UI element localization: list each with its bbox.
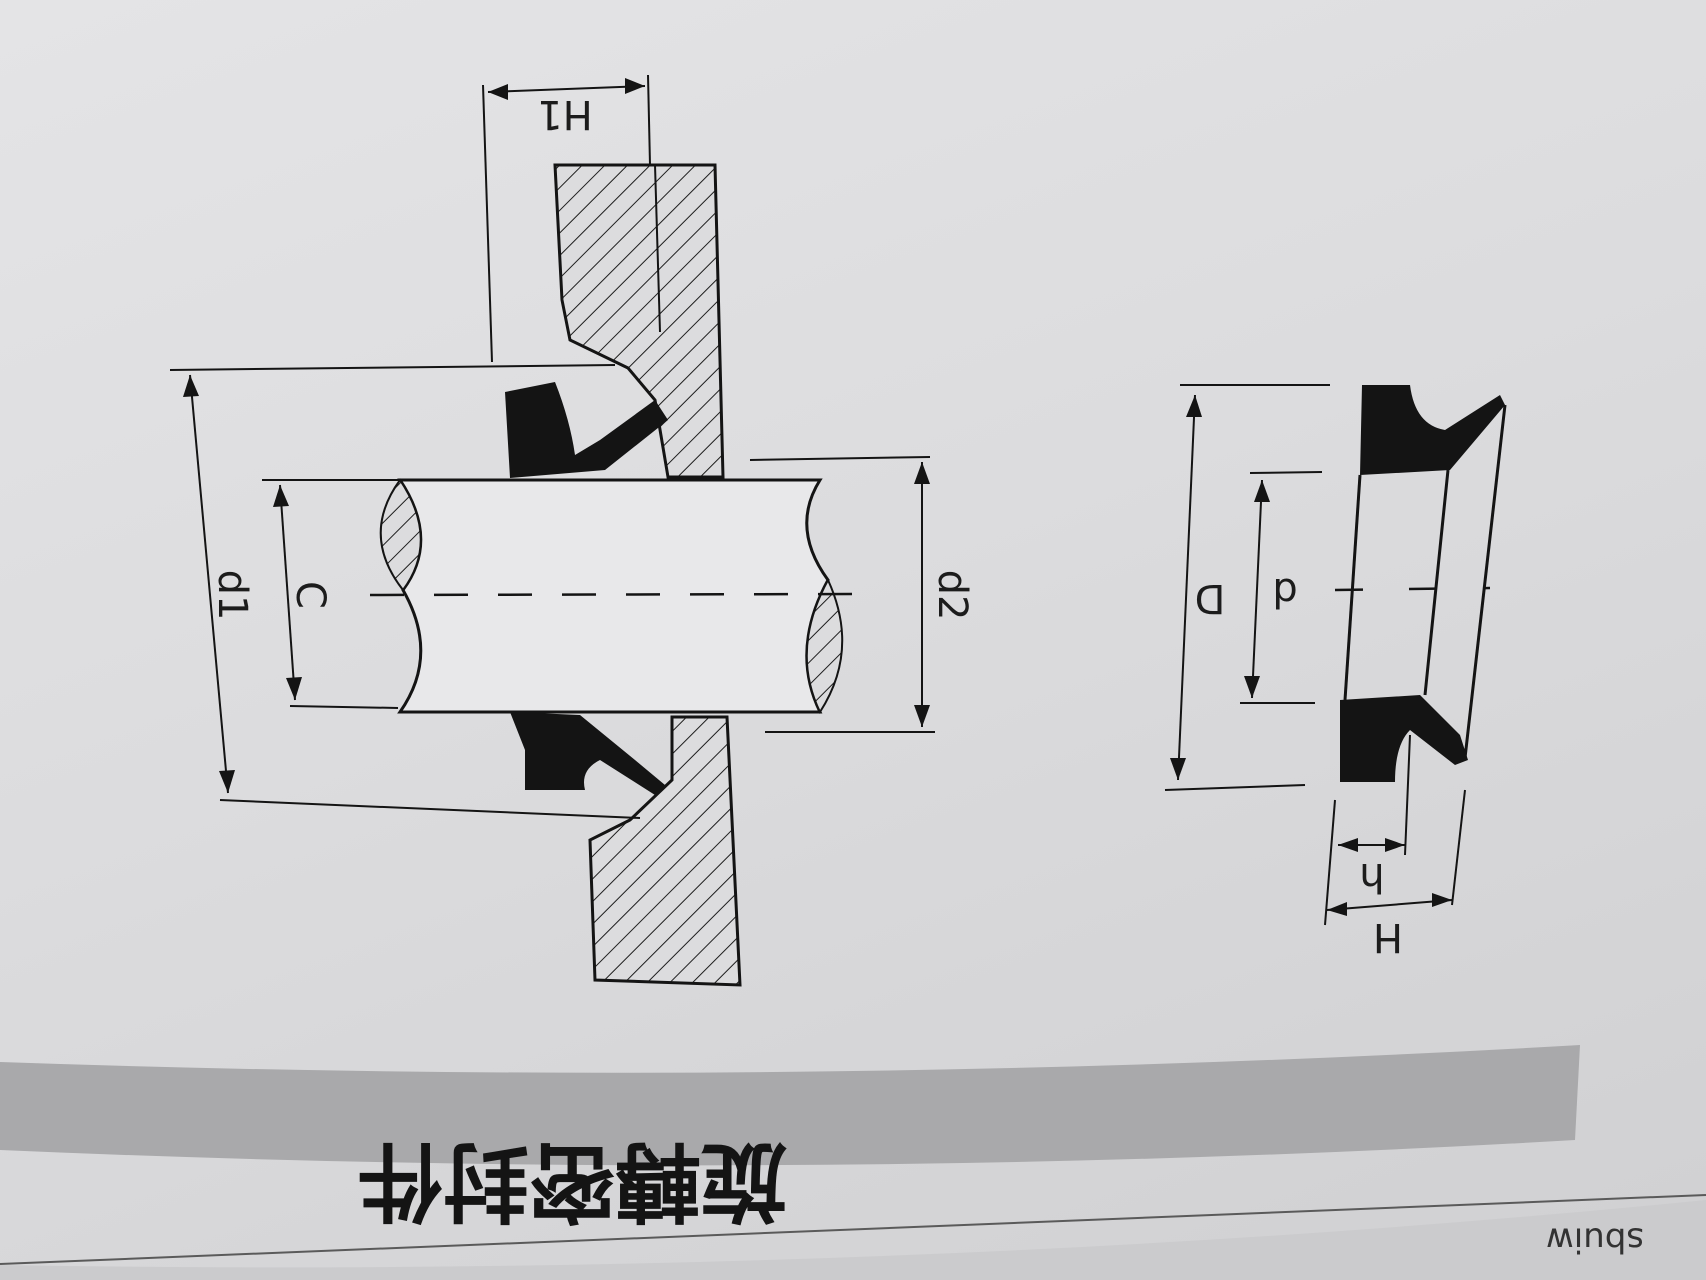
label-C: C (287, 581, 333, 609)
label-D: D (1195, 575, 1226, 621)
shaft (369, 478, 871, 715)
label-d2-text: d2 (929, 570, 975, 621)
dimension-arrows-right (1170, 395, 1452, 916)
label-h: h (1359, 854, 1384, 900)
standalone-seal (1334, 385, 1507, 782)
footer: sbuiw (1546, 1220, 1644, 1260)
dimension-arrows-left (183, 78, 930, 793)
label-H1: H1 (537, 91, 593, 137)
dimension-lines-right (1164, 384, 1466, 926)
label-h-text: h (1359, 854, 1384, 900)
seal-bottom (510, 712, 665, 795)
label-C-text: C (287, 581, 333, 609)
label-d1-text: d1 (209, 570, 255, 621)
heading: 旋轉密封件 (357, 1131, 787, 1231)
page-edge (0, 1200, 1706, 1280)
housing-bottom (588, 715, 742, 987)
label-H1-text: H1 (537, 91, 593, 137)
seal-top (505, 382, 668, 478)
label-d1: d1 (209, 570, 255, 621)
label-d: d (1272, 569, 1297, 615)
label-D-text: D (1195, 575, 1226, 621)
label-H-text: H (1373, 914, 1403, 960)
heading-band (0, 1045, 1580, 1166)
page-edge-line (0, 1194, 1706, 1265)
heading-text: 旋轉密封件 (357, 1131, 787, 1231)
dimension-lines-left (169, 74, 935, 819)
footer-text: sbuiw (1546, 1220, 1644, 1260)
label-H: H (1373, 914, 1403, 960)
label-d-text: d (1272, 569, 1297, 615)
label-d2: d2 (929, 570, 975, 621)
